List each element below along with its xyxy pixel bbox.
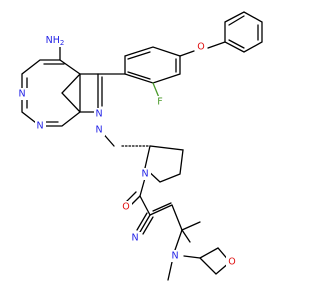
- bond-alkene-double: [152, 202, 172, 212]
- bond-nitrile: [139, 214, 151, 233]
- atom-labels: NH2 F O N N N N N O N N O: [17, 34, 238, 268]
- atom-pyrrolidine-n: N: [141, 169, 148, 180]
- bond-methyl-1: [181, 221, 201, 231]
- bond-alkene: [149, 204, 173, 216]
- atom-pyrimidine-n1: N: [18, 89, 25, 100]
- atom-amine-n: N: [171, 251, 178, 262]
- bonds: [21, 11, 263, 281]
- bond-pyrrolidine-ring: [144, 145, 184, 183]
- atom-fluorine: F: [157, 97, 162, 108]
- bond-phenyl-double-1: [228, 15, 245, 26]
- atom-carbonyl-oxygen: O: [122, 202, 129, 213]
- bond-oxetane-ring: [198, 247, 231, 275]
- atom-pyrazole-n2: N: [95, 109, 102, 120]
- bond-pyrazole-ring: [61, 73, 101, 113]
- bond-phenyl-double-3: [228, 39, 245, 49]
- bond-n-oxetane: [183, 255, 201, 259]
- bond-phenyl-top: [224, 11, 263, 53]
- atom-nitrile-n: N: [131, 233, 138, 244]
- bond-n-methyl: [167, 261, 173, 281]
- bond-methyl-2: [181, 229, 191, 243]
- bond-fluorophenyl-ring: [124, 46, 181, 84]
- atom-nh2: NH2: [46, 35, 65, 48]
- bond-ether-fluorophenyl: [179, 50, 195, 57]
- atom-pyrazole-n1: N: [95, 125, 102, 136]
- atom-ether-oxygen: O: [197, 42, 204, 53]
- atom-pyrimidine-n2: N: [36, 121, 43, 132]
- atom-oxetane-oxygen: O: [228, 257, 235, 268]
- bond-carbonyl-alkene: [139, 195, 151, 216]
- bond-nitrile-3: [142, 216, 154, 235]
- bond-quat-n: [174, 229, 183, 251]
- bond-nitrile-2: [136, 212, 148, 231]
- bond-c-o-double: [125, 191, 137, 203]
- molecule-structure: NH2 F O N N N N N O N N O: [17, 11, 263, 281]
- bond-fp-double-3: [127, 71, 151, 80]
- bond-alkene-quat: [171, 204, 183, 231]
- bond-pyrimidine-ring: [21, 59, 81, 127]
- bond-n-carbonyl: [139, 177, 146, 197]
- bond-phenyl-ether: [207, 41, 226, 49]
- bond-fp-double-1: [127, 51, 151, 60]
